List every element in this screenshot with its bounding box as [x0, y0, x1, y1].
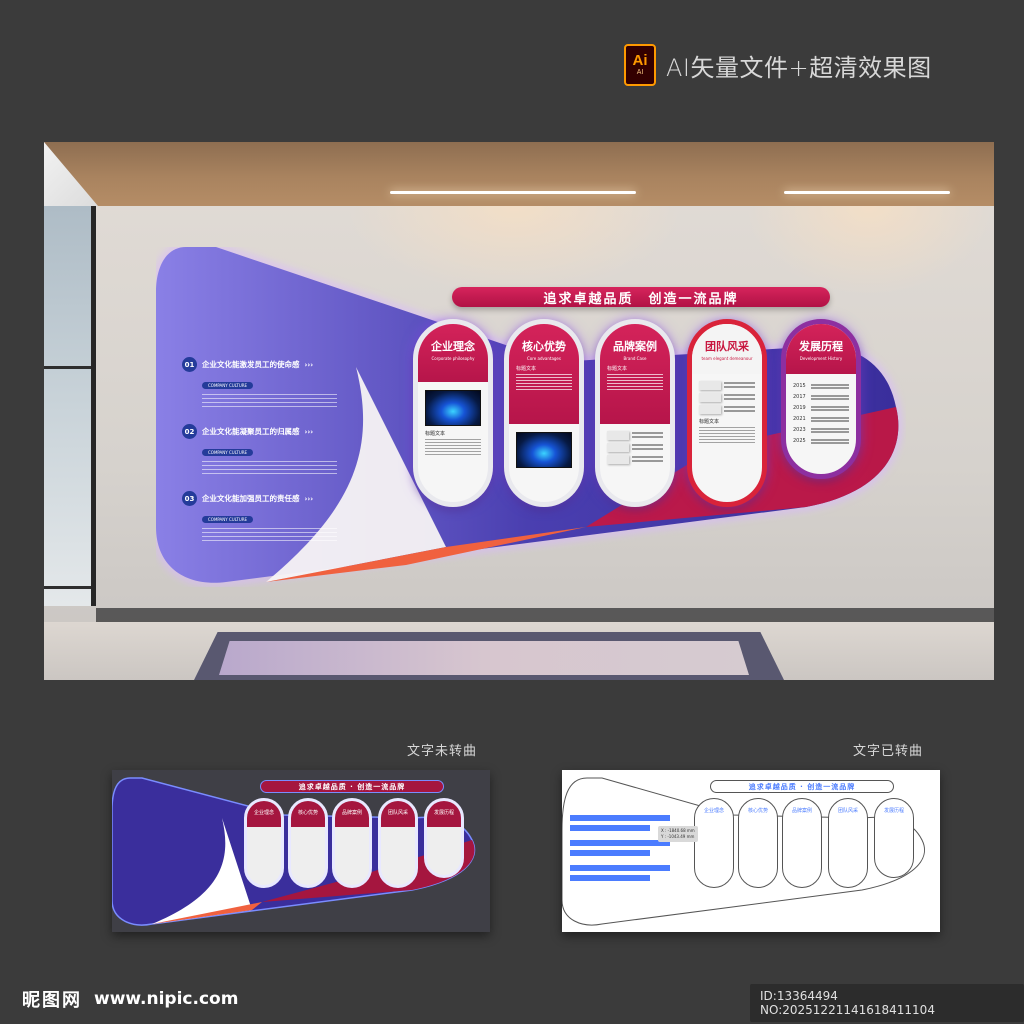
- mini-panel: 核心优势: [288, 798, 328, 888]
- slogan-banner: 追求卓越品质 创造一流品牌: [452, 287, 830, 307]
- light-glow: [744, 206, 994, 296]
- site-url[interactable]: www.nipic.com: [94, 989, 239, 1009]
- image-id-label: ID:13364494 NO:20251221141618411104: [750, 984, 1024, 1022]
- ceiling-light-strip: [784, 191, 950, 194]
- intro-tag: COMPANY CULTURE: [202, 516, 254, 523]
- intro-item: 01 企业文化能激发员工的使命感 ››› COMPANY CULTURE: [182, 357, 362, 408]
- caption-text-outlined: 文字已转曲: [853, 744, 924, 759]
- rug-inner: [219, 641, 749, 675]
- number-badge: 03: [182, 491, 197, 506]
- intro-tag: COMPANY CULTURE: [202, 382, 254, 389]
- mini-panel: 团队风采: [378, 798, 418, 888]
- mini-panel-outline: 核心优势: [738, 798, 778, 888]
- panel-core-advantages: 核心优势 Core advantages 标题文本: [504, 319, 584, 507]
- intro-item: 03 企业文化能加强员工的责任感 ››› COMPANY CULTURE: [182, 491, 362, 542]
- file-format-header: Ai AI AI矢量文件+超清效果图: [624, 44, 932, 86]
- timeline: 2015 2017 2019 2021 2023 2025: [786, 374, 856, 453]
- caption-text-not-outlined: 文字未转曲: [407, 744, 478, 759]
- window-mullion: [44, 586, 91, 589]
- panel-corporate-philosophy: 企业理念 Corporate philosophy 标题文本: [413, 319, 493, 507]
- intro-title: 企业文化能凝聚员工的归属感: [202, 427, 300, 436]
- room-render: 追求卓越品质 创造一流品牌 01 企业文化能激发员工的使命感 ››› COMPA…: [44, 142, 994, 680]
- preview-text-outlined: 追求卓越品质 · 创造一流品牌 企业理念 核心优势 品牌案例 团队风采 发展历程…: [562, 770, 940, 932]
- intro-tag: COMPANY CULTURE: [202, 449, 254, 456]
- chevrons-icon: ›››: [304, 360, 314, 369]
- number-badge: 02: [182, 424, 197, 439]
- ceiling-light-strip: [390, 191, 636, 194]
- mini-slogan: 追求卓越品质 · 创造一流品牌: [260, 780, 444, 793]
- coordinate-tooltip: X : -1840.68 mm Y : -1043.49 mm: [658, 826, 698, 842]
- text-lines: [607, 374, 663, 390]
- illustrator-icon: Ai AI: [624, 44, 656, 86]
- logo-text: 昵图网: [22, 990, 82, 1011]
- panel-development-history: 发展历程 Development History 2015 2017 2019 …: [781, 319, 861, 479]
- intro-title: 企业文化能加强员工的责任感: [202, 494, 300, 503]
- site-logo[interactable]: 昵图网 www.nipic.com: [22, 986, 238, 1012]
- mini-panel-outline: 品牌案例: [782, 798, 822, 888]
- wood-ceiling: [44, 142, 994, 206]
- header-title: AI矢量文件+超清效果图: [666, 53, 932, 82]
- number-badge: 01: [182, 357, 197, 372]
- mini-slogan-outlined: 追求卓越品质 · 创造一流品牌: [710, 780, 894, 793]
- text-lines: [516, 374, 572, 390]
- intro-item: 02 企业文化能凝聚员工的归属感 ››› COMPANY CULTURE: [182, 424, 362, 475]
- chevrons-icon: ›››: [304, 494, 314, 503]
- culture-intro-list: 01 企业文化能激发员工的使命感 ››› COMPANY CULTURE 02 …: [182, 357, 362, 558]
- intro-description-lines: [202, 394, 337, 408]
- panel-team-demeanour: 团队风采 team elegant demeanour 标题文本: [687, 319, 767, 507]
- intro-description-lines: [202, 528, 337, 542]
- tech-chip-image: [516, 432, 572, 468]
- text-lines: [699, 427, 755, 443]
- intro-title: 企业文化能激发员工的使命感: [202, 360, 300, 369]
- text-lines: [425, 439, 481, 455]
- window: [44, 206, 96, 606]
- baseboard: [96, 608, 994, 622]
- mini-panel: 企业理念: [244, 798, 284, 888]
- mini-panel: 品牌案例: [332, 798, 372, 888]
- tech-chip-image: [425, 390, 481, 426]
- mini-panel: 发展历程: [424, 798, 464, 878]
- panel-brand-case: 品牌案例 Brand Case 标题文本: [595, 319, 675, 507]
- mini-panel-outline: 企业理念: [694, 798, 734, 888]
- preview-text-not-outlined: 追求卓越品质 · 创造一流品牌 企业理念 核心优势 品牌案例 团队风采 发展历程: [112, 770, 490, 932]
- window-mullion: [44, 366, 91, 369]
- light-glow: [344, 206, 684, 296]
- intro-description-lines: [202, 461, 337, 475]
- mini-panel-outline: 团队风采: [828, 798, 868, 888]
- chevrons-icon: ›››: [304, 427, 314, 436]
- mini-panel-outline: 发展历程: [874, 798, 914, 878]
